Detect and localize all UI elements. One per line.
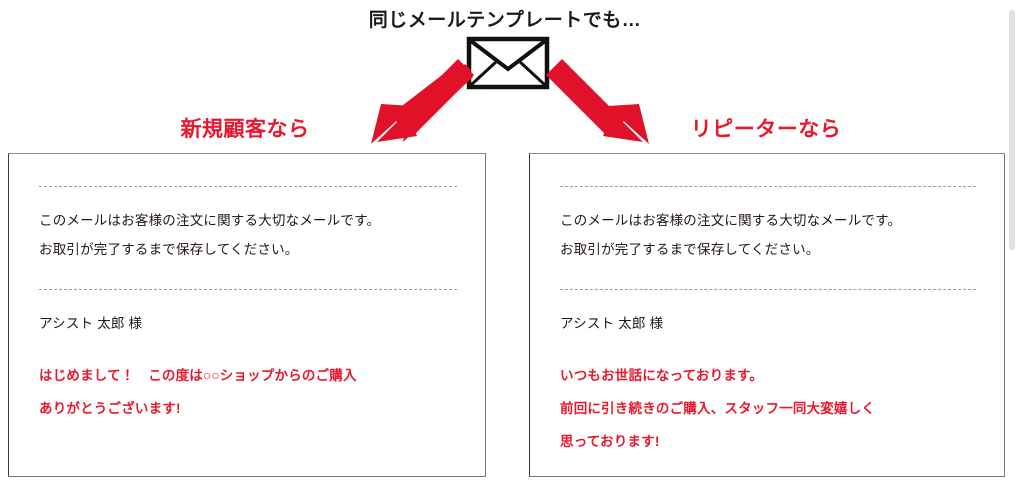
vertical-scrollbar[interactable] xyxy=(1009,10,1015,250)
notice-line: このメールはお客様の注文に関する大切なメールです。 xyxy=(560,213,902,228)
divider-top xyxy=(560,186,976,187)
message-line: 前回に引き続きのご購入、スタッフ一同大変嬉しく xyxy=(560,401,876,416)
mail-card-body: このメールはお客様の注文に関する大切なメールです。 お取引が完了するまで保存して… xyxy=(39,154,457,476)
notice-line: このメールはお客様の注文に関する大切なメールです。 xyxy=(39,213,381,228)
column-heading-repeat-customer: リピーターなら xyxy=(690,118,842,141)
message-line: ありがとうございます! xyxy=(39,401,181,416)
page-title: 同じメールテンプレートでも… xyxy=(368,10,642,31)
column-heading-new-customer: 新規顧客なら xyxy=(180,118,310,141)
message-line: はじめまして！ この度は○○ショップからのご購入 xyxy=(39,368,357,383)
notice-block: このメールはお客様の注文に関する大切なメールです。 お取引が完了するまで保存して… xyxy=(560,206,976,264)
message-line: いつもお世話になっております。 xyxy=(560,368,764,383)
mail-card-repeat-customer: このメールはお客様の注文に関する大切なメールです。 お取引が完了するまで保存して… xyxy=(529,153,1005,477)
divider-top xyxy=(39,186,457,187)
notice-line: お取引が完了するまで保存してください。 xyxy=(39,242,299,257)
arrow-down-right-icon xyxy=(545,58,665,148)
mail-card-body: このメールはお客様の注文に関する大切なメールです。 お取引が完了するまで保存して… xyxy=(560,154,976,476)
message-block: いつもお世話になっております。 前回に引き続きのご購入、スタッフ一同大変嬉しく … xyxy=(560,359,976,458)
envelope-icon xyxy=(466,36,550,90)
notice-block: このメールはお客様の注文に関する大切なメールです。 お取引が完了するまで保存して… xyxy=(39,206,457,264)
message-line: 思っております! xyxy=(560,434,660,449)
notice-line: お取引が完了するまで保存してください。 xyxy=(560,242,820,257)
divider-bottom xyxy=(39,289,457,290)
salutation: アシスト 太郎 様 xyxy=(39,316,143,331)
mail-card-new-customer: このメールはお客様の注文に関する大切なメールです。 お取引が完了するまで保存して… xyxy=(8,153,486,477)
salutation: アシスト 太郎 様 xyxy=(560,316,664,331)
divider-bottom xyxy=(560,289,976,290)
arrow-down-left-icon xyxy=(355,58,475,148)
message-block: はじめまして！ この度は○○ショップからのご購入 ありがとうございます! xyxy=(39,359,457,425)
